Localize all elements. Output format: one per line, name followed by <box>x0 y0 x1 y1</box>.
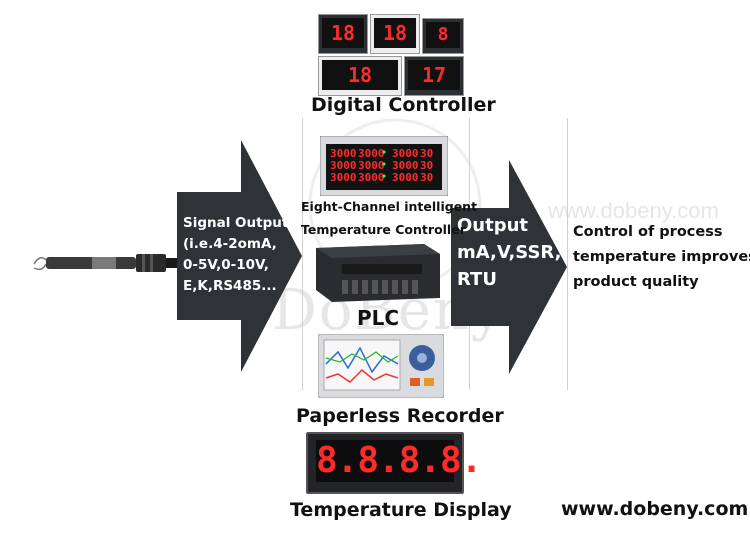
big-display-readout: 8.8.8.8. <box>316 440 482 482</box>
signal-output-line: E,K,RS485... <box>183 278 277 294</box>
big-display-image: 8.8.8.8. <box>306 432 482 494</box>
led-readout: 18 <box>374 18 416 48</box>
svg-text:3000: 3000 <box>330 171 357 184</box>
divider-left <box>302 118 303 390</box>
svg-text:30: 30 <box>420 159 433 172</box>
divider-right <box>567 118 568 390</box>
led-readout: 8 <box>426 22 460 48</box>
temperature-controller-label: Temperature Controller <box>301 222 466 237</box>
result-line: temperature improves <box>573 249 750 265</box>
svg-text:30: 30 <box>420 147 433 160</box>
temperature-display-label: Temperature Display <box>290 499 512 521</box>
svg-text:3000: 3000 <box>358 159 385 172</box>
output-line: Output <box>457 215 529 236</box>
svg-text:3000: 3000 <box>392 147 419 160</box>
footer-url[interactable]: www.dobeny.com <box>561 498 749 520</box>
signal-output-text: Signal Output (i.e.4-2omA, 0-5V,0-10V, E… <box>183 213 288 297</box>
digital-controller-image: 18 18 8 18 17 <box>318 14 464 96</box>
result-line: product quality <box>573 274 699 290</box>
right-arrow-shape <box>451 160 567 374</box>
svg-text:3000: 3000 <box>330 147 357 160</box>
svg-text:3000: 3000 <box>330 159 357 172</box>
plc-label: PLC <box>357 306 400 330</box>
svg-text:3000: 3000 <box>392 159 419 172</box>
led-readout: 17 <box>408 60 460 90</box>
led-readout: 18 <box>322 60 398 90</box>
left-arrow-shape <box>177 140 302 372</box>
svg-text:3000: 3000 <box>358 171 385 184</box>
result-text: Control of process temperature improves … <box>573 220 750 295</box>
svg-text:30: 30 <box>420 171 433 184</box>
signal-output-line: (i.e.4-2omA, <box>183 236 277 252</box>
led-readout: 18 <box>322 18 364 48</box>
signal-output-line: 0-5V,0-10V, <box>183 257 269 273</box>
output-line: RTU <box>457 269 497 290</box>
svg-text:3000: 3000 <box>392 171 419 184</box>
temperature-sensor-image <box>33 254 178 272</box>
watermark-url: www.dobeny.com <box>548 198 719 223</box>
digital-controller-label: Digital Controller <box>311 94 496 116</box>
output-text: Output mA,V,SSR, RTU <box>457 212 561 293</box>
result-line: Control of process <box>573 224 723 240</box>
eight-channel-label: Eight-Channel intelligent <box>301 199 478 214</box>
paperless-recorder-label: Paperless Recorder <box>296 405 504 427</box>
svg-text:3000: 3000 <box>358 147 385 160</box>
output-line: mA,V,SSR, <box>457 242 562 263</box>
plc-image <box>316 244 440 302</box>
paperless-recorder-image <box>318 334 444 398</box>
signal-output-line: Signal Output <box>183 215 289 231</box>
